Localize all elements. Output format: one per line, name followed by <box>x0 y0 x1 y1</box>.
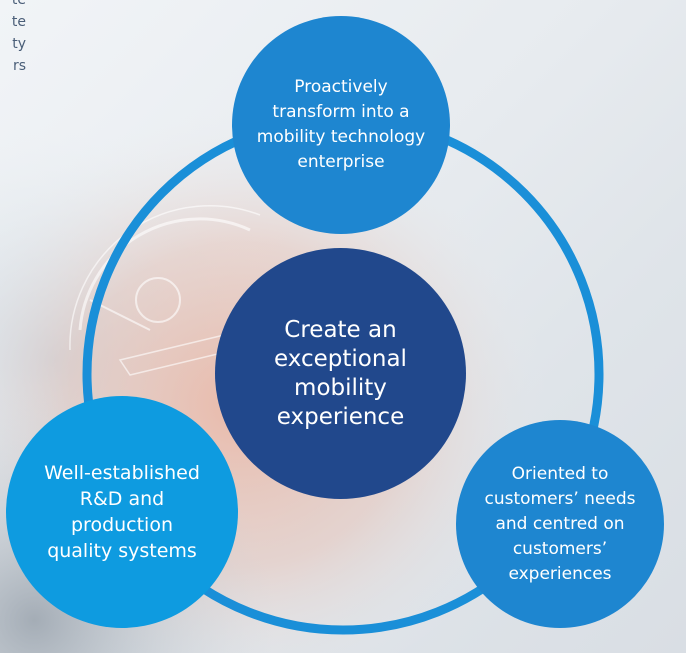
cropped-text-line: ty <box>12 36 26 52</box>
cropped-body-text: te te ty rs <box>0 0 26 77</box>
cropped-text-line: te <box>11 14 26 30</box>
cropped-text-line: rs <box>12 58 26 74</box>
node-customer-oriented: Oriented to customers’ needs and centred… <box>456 420 664 628</box>
node-center-exceptional-mobility-experience: Create an exceptional mobility experienc… <box>215 248 466 499</box>
cropped-text-line: te <box>11 0 26 8</box>
node-top-label: Proactively transform into a mobility te… <box>256 77 426 172</box>
node-left-label: Well-established R&D and production qual… <box>44 462 200 562</box>
node-right-label: Oriented to customers’ needs and centred… <box>484 463 636 584</box>
node-center-label: Create an exceptional mobility experienc… <box>274 316 407 430</box>
node-rd-production-quality: Well-established R&D and production qual… <box>6 396 238 628</box>
node-mobility-technology-enterprise: Proactively transform into a mobility te… <box>232 16 450 234</box>
